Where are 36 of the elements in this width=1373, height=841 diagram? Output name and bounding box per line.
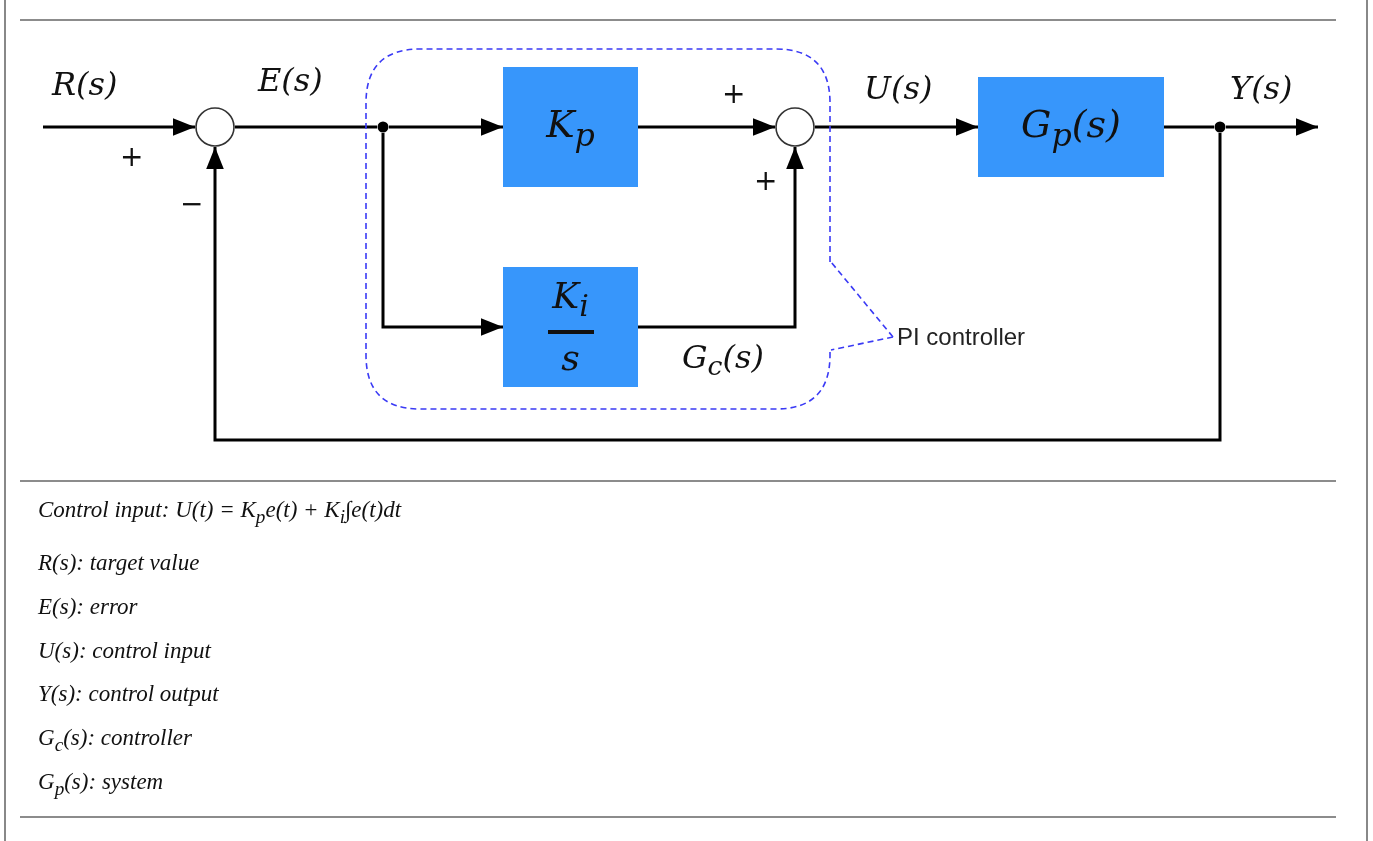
controller-boundary xyxy=(365,48,831,410)
fraction-denominator: s xyxy=(561,336,580,381)
block-label: G$_{p}$(s) xyxy=(1021,101,1121,153)
definition-text: G$_{c}$(s): controller xyxy=(38,725,192,755)
definition-text: E(s): error xyxy=(38,594,138,620)
signal-arrow xyxy=(638,118,775,136)
callout-text: PI controller xyxy=(897,322,1027,352)
controller-label: G$_{c}$(s) xyxy=(682,337,764,384)
signal-line xyxy=(235,125,377,129)
sign-label: + xyxy=(754,167,778,195)
fraction-numerator: K$_{i}$ xyxy=(552,273,589,326)
summing-junction xyxy=(195,107,235,147)
signal-arrow xyxy=(815,118,978,136)
signal-arrow xyxy=(389,118,503,136)
signal-line xyxy=(1164,125,1214,129)
branch-point xyxy=(1214,121,1226,133)
callout-pointer xyxy=(830,261,894,351)
signal-arrow xyxy=(638,147,804,329)
sign-label: − xyxy=(180,190,204,218)
formula-text: Control input: U(t) = K$_{p}$e(t) + K$_{i}$∫e(t)dt xyxy=(38,497,402,527)
signal-arrow xyxy=(1226,118,1318,136)
sign-label: + xyxy=(722,80,746,108)
transfer-function-block xyxy=(503,67,638,187)
definition-text: G$_{p}$(s): system xyxy=(38,769,164,799)
definition-text: Y(s): control output xyxy=(38,681,219,707)
definition-text: U(s): control input xyxy=(38,638,211,664)
block-label: K$_{p}$ xyxy=(546,101,595,153)
transfer-function-block xyxy=(503,267,638,387)
transfer-function-block xyxy=(978,77,1164,177)
signal-arrow xyxy=(206,133,1222,442)
branch-point xyxy=(377,121,389,133)
summing-junction xyxy=(775,107,815,147)
definition-text: R(s): target value xyxy=(38,550,200,576)
signal-arrow xyxy=(43,118,195,136)
sign-label: + xyxy=(120,143,144,171)
signal-arrow xyxy=(381,133,503,336)
